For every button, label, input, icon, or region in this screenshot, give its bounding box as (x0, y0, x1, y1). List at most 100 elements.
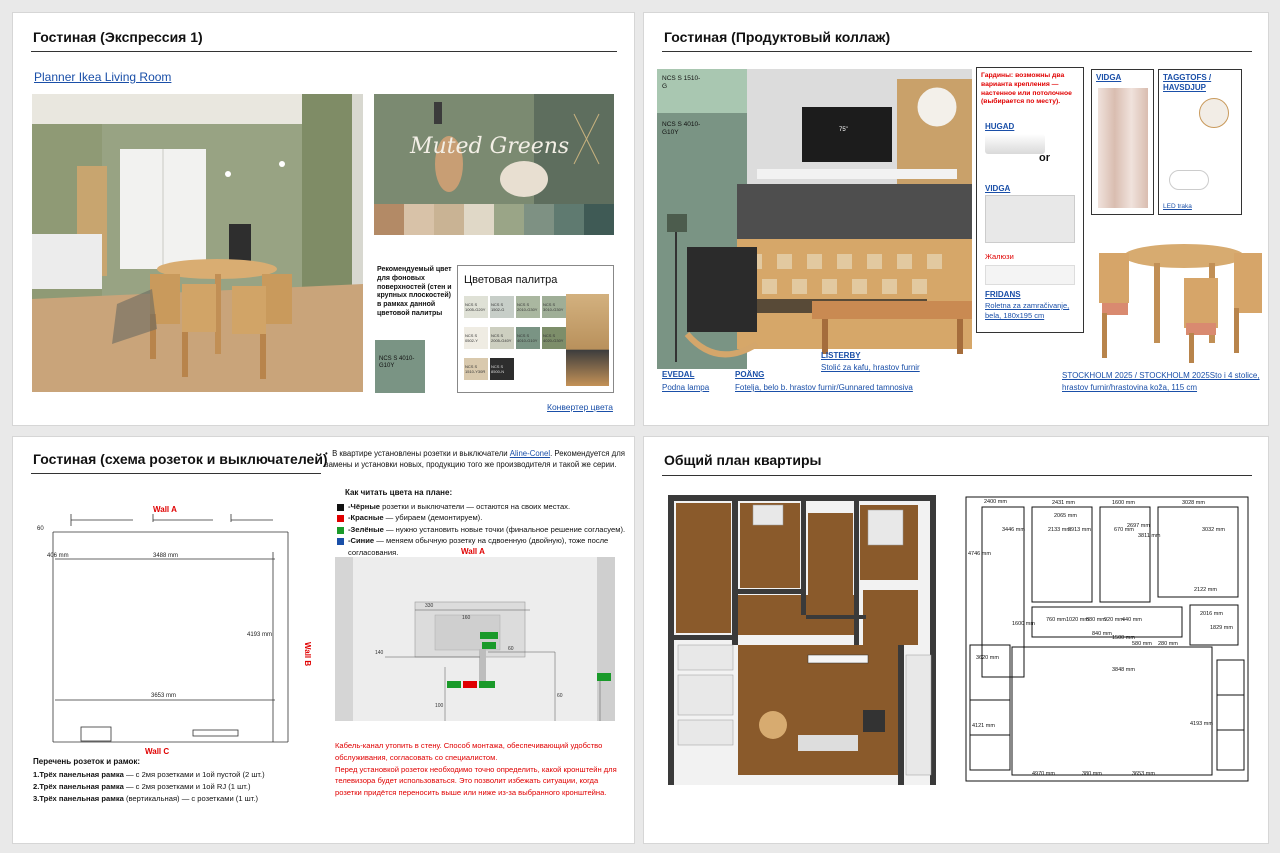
legend-text: -Красные — убираем (демонтируем). (348, 513, 483, 523)
moodboard-caption: Muted Greens (410, 134, 570, 159)
vidga-link-2[interactable]: VIDGA (1096, 73, 1122, 82)
plan-dimension-label: 1500 mm (1112, 635, 1135, 641)
render-illustration (32, 94, 363, 392)
plan-dimension-label: 3653 mm (1132, 771, 1155, 777)
plan-dimension-label: 1829 mm (1210, 625, 1233, 631)
palette-title: Цветовая палитра (464, 274, 558, 286)
plan-dimension-label: 1020 mm (1066, 617, 1089, 623)
palette-chip-code: NCS S 8500-N (491, 364, 505, 374)
installation-note: Перед установкой розеток необходимо точн… (335, 764, 617, 798)
hugad-link[interactable]: HUGAD (985, 122, 1015, 131)
recommended-color-note: Рекомендуемый цвет для фоновых поверхнос… (377, 266, 452, 317)
fridans-link[interactable]: FRIDANS (985, 290, 1021, 299)
wall-elevation-drawing: 330 140 160 60 60 100 (335, 557, 615, 721)
palette-chip-code: NCS S 0502-Y (465, 333, 478, 343)
slide-living-room-expression: Гостиная (Экспрессия 1) Planner Ikea Liv… (12, 12, 635, 426)
legend-text: -Зелёные — нужно установить новые точки … (348, 524, 626, 534)
legend-swatch (337, 526, 344, 534)
palette-chip-code: NCS S 1005-G20Y (465, 302, 486, 312)
aline-conel-link[interactable]: Aline-Conel (509, 449, 551, 458)
dining-illustration (1099, 244, 1262, 363)
listerby-desc[interactable]: Stolić za kafu, hrastov furnir (821, 363, 920, 372)
plan-dimension-label: 4193 mm (1190, 721, 1213, 727)
wall-c-label: Wall C (145, 747, 169, 756)
stockholm-link[interactable]: STOCKHOLM 2025 / STOCKHOLM 2025Sto i 4 s… (1062, 371, 1260, 392)
legend-item: -Красные — убираем (демонтируем). (337, 512, 629, 523)
color-converter-link[interactable]: Конвертер цвета (547, 402, 613, 412)
palette-chip: NCS S 0502-Y (464, 327, 488, 349)
legend-item: -Зелёные — нужно установить новые точки … (337, 524, 629, 535)
plan-dimension-label: 2697 mm (1127, 523, 1150, 529)
collage-image: NCS S 1510-G NCS S 4010-G10Y 75" (657, 69, 972, 369)
title-rule (662, 51, 1252, 52)
slide-title: Гостиная (Продуктовый коллаж) (664, 29, 891, 45)
dim-60: 60 (37, 526, 44, 532)
room-plan-drawing: Wall A Wall B Wall C 60 406 mm 3488 mm 4… (37, 505, 312, 756)
plan-dimension-label: 280 mm (1158, 641, 1178, 647)
dim-4193: 4193 mm (247, 632, 272, 638)
vidga-link-1[interactable]: VIDGA (985, 184, 1011, 193)
blinds-label: Жалюзи (985, 252, 1014, 261)
collage-illustration (657, 69, 972, 369)
plan-dimension-label: 2400 mm (984, 499, 1007, 505)
poang-link[interactable]: POÄNG (735, 370, 765, 379)
planner-ikea-link[interactable]: Planner Ikea Living Room (34, 70, 172, 84)
evedal-link[interactable]: EVEDAL (662, 370, 695, 379)
listerby-link[interactable]: LISTERBY (821, 351, 861, 360)
slide-apartment-plan: Общий план квартиры (643, 436, 1269, 844)
bullet-dot: • (325, 449, 333, 458)
recommended-color-swatch: NCS S 4010-G10Y (375, 340, 425, 393)
stockholm-dining-image (1094, 228, 1264, 368)
plan-dimension-label: 3028 mm (1182, 500, 1205, 506)
palette-chip: NCS S 4020-G30Y (542, 327, 566, 349)
dim-406: 406 mm (47, 553, 69, 559)
sockets-intro-note: • В квартире установлены розетки и выклю… (325, 448, 625, 471)
plan-dimension-label: 2431 mm (1052, 500, 1075, 506)
palette-chip-code: NCS S 1502-G (491, 302, 505, 312)
slide-sockets-switches-scheme: Гостиная (схема розеток и выключателей) … (12, 436, 635, 844)
palette-chip-code: NCS S 2005-G40Y (491, 333, 512, 343)
plan-dimension-label: 4121 mm (972, 723, 995, 729)
legend-swatch (337, 538, 344, 546)
plan-dimension-label: 2913 mm (1068, 527, 1091, 533)
recommended-color-code: NCS S 4010-G10Y (379, 356, 415, 370)
intro-tail: . Рекомендуется для замены и установки н… (325, 449, 625, 470)
plan-dimension-label: 2065 mm (1054, 513, 1077, 519)
palette-chip: NCS S 2005-G40Y (490, 327, 514, 349)
legend-swatch (337, 515, 344, 523)
elev-dim-160: 160 (462, 615, 471, 621)
legend-text: -Синие — меняем обычную розетку на сдвое… (348, 536, 609, 557)
plan-dimension-label: 3811 mm (1138, 533, 1161, 539)
hugad-rod-image (985, 134, 1045, 154)
plan-dimension-label: 440 mm (1122, 617, 1142, 623)
curtains-box: Гардины: возможны два варианта крепления… (976, 67, 1084, 333)
moodboard-illustration (374, 94, 614, 235)
fridans-desc[interactable]: Roletna za zamračivanje, bela, 180x195 c… (985, 301, 1070, 320)
taggtofs-link[interactable]: TAGGTOFS / HAVSDJUP (1163, 73, 1212, 92)
legend-item: -Чёрные розетки и выключатели — остаются… (337, 501, 629, 512)
vidga-curtain-image (1098, 88, 1148, 208)
slide-title: Гостиная (Экспрессия 1) (33, 29, 203, 45)
vidga-rail-image (985, 195, 1075, 243)
color-palette-box: Цветовая палитра NCS S 1005-G20Y NCS S 15… (457, 265, 614, 393)
palette-chip: NCS S 1510-Y30R (464, 358, 488, 380)
dim-3488: 3488 mm (153, 553, 178, 559)
dim-3653: 3653 mm (151, 693, 176, 699)
legend-title: Как читать цвета на плане: (345, 488, 453, 497)
plan-dimension-label: 3446 mm (1002, 527, 1025, 533)
legend-text: -Чёрные розетки и выключатели — остаются… (348, 502, 571, 511)
vidga-curtain-box: VIDGA (1091, 69, 1154, 215)
palette-chip-code: NCS S 4010-G10Y (517, 333, 538, 343)
plan-dimension-label: 920 mm (1104, 617, 1124, 623)
plan-dimension-label: 4970 mm (1032, 771, 1055, 777)
evedal-desc[interactable]: Podna lampa (662, 383, 710, 392)
frames-list: 1.Трёх панельная рамка — с 2мя розетками… (33, 769, 313, 805)
palette-chip-code: NCS S 2010-G30Y (517, 302, 538, 312)
taggtofs-box: TAGGTOFS / HAVSDJUP LED traka (1158, 69, 1242, 215)
poang-desc[interactable]: Fotelja, belo b. hrastov furnir/Gunnared… (735, 383, 913, 392)
wall-a-label: Wall A (153, 505, 177, 514)
led-strip-link[interactable]: LED traka (1163, 203, 1192, 210)
palette-chip: NCS S 2010-G30Y (516, 296, 540, 318)
palette-chip-code: NCS S 3010-G30Y (543, 302, 564, 312)
